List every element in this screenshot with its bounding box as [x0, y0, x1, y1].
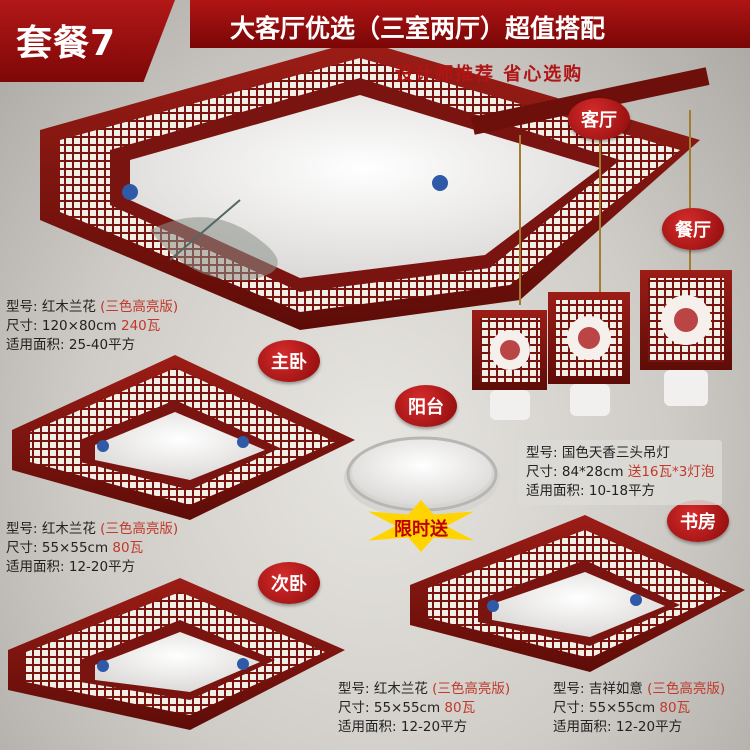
area-value: 10-18平方	[588, 483, 656, 499]
promo-text: 限时送	[394, 519, 448, 540]
model-version: (三色高亮版)	[100, 299, 179, 315]
area-value: 12-20平方	[68, 559, 136, 575]
model-value: 红木兰花	[41, 299, 96, 315]
area-value: 25-40平方	[68, 337, 136, 353]
model-value: 红木兰花	[373, 681, 428, 697]
model-value: 吉祥如意	[588, 681, 643, 697]
model-label: 型号:	[6, 299, 38, 315]
spec-second: 型号: 红木兰花 (三色高亮版) 尺寸: 55×55cm 80瓦 适用面积: 1…	[338, 680, 510, 737]
spec-master: 型号: 红木兰花 (三色高亮版) 尺寸: 55×55cm 80瓦 适用面积: 1…	[6, 520, 178, 577]
area-value: 12-20平方	[615, 719, 683, 735]
model-label: 型号:	[526, 445, 558, 461]
size-value: 55×55cm	[588, 700, 656, 716]
area-label: 适用面积:	[6, 337, 65, 353]
area-label: 适用面积:	[553, 719, 612, 735]
room-tag-master: 主卧	[258, 340, 320, 382]
size-value: 84*28cm	[561, 464, 624, 480]
size-value: 55×55cm	[41, 540, 109, 556]
room-tag-second: 次卧	[258, 562, 320, 604]
size-label: 尺寸:	[526, 464, 558, 480]
size-value: 120×80cm	[41, 318, 117, 334]
model-version: (三色高亮版)	[100, 521, 179, 537]
headline-banner: 大客厅优选（三室两厅）超值搭配	[190, 0, 750, 48]
room-tag-dining: 餐厅	[662, 208, 724, 250]
second-bedroom-lamp	[8, 578, 345, 730]
power-value: 240瓦	[121, 318, 161, 334]
area-value: 12-20平方	[400, 719, 468, 735]
model-value: 红木兰花	[41, 521, 96, 537]
package-badge	[0, 0, 175, 82]
dining-pendant-lamp	[470, 67, 732, 420]
power-value: 80瓦	[444, 700, 476, 716]
area-label: 适用面积:	[338, 719, 397, 735]
power-value: 80瓦	[112, 540, 144, 556]
header: 套餐7 大客厅优选（三室两厅）超值搭配 设计师推荐 省心选购	[0, 0, 750, 85]
power-value: 80瓦	[659, 700, 691, 716]
model-version: (三色高亮版)	[647, 681, 726, 697]
bonus-value: 送16瓦*3灯泡	[627, 464, 715, 480]
size-label: 尺寸:	[553, 700, 585, 716]
model-label: 型号:	[338, 681, 370, 697]
model-label: 型号:	[553, 681, 585, 697]
model-value: 国色天香三头吊灯	[561, 445, 670, 461]
size-label: 尺寸:	[6, 318, 38, 334]
model-label: 型号:	[6, 521, 38, 537]
spec-living: 型号: 红木兰花 (三色高亮版) 尺寸: 120×80cm 240瓦 适用面积:…	[6, 298, 178, 355]
area-label: 适用面积:	[6, 559, 65, 575]
area-label: 适用面积:	[526, 483, 585, 499]
master-bedroom-lamp	[12, 355, 355, 520]
spec-dining: 型号: 国色天香三头吊灯 尺寸: 84*28cm 送16瓦*3灯泡 适用面积: …	[518, 440, 723, 505]
balcony-round-lamp	[344, 436, 500, 518]
room-tag-balcony: 阳台	[395, 385, 457, 427]
study-lamp	[410, 515, 745, 672]
room-tag-study: 书房	[667, 500, 729, 542]
room-tag-living: 客厅	[568, 98, 630, 140]
size-value: 55×55cm	[373, 700, 441, 716]
subline-text: 设计师推荐 省心选购	[395, 64, 584, 85]
size-label: 尺寸:	[338, 700, 370, 716]
spec-study: 型号: 吉祥如意 (三色高亮版) 尺寸: 55×55cm 80瓦 适用面积: 1…	[553, 680, 725, 737]
package-label: 套餐7	[16, 23, 117, 64]
headline-text: 大客厅优选（三室两厅）超值搭配	[230, 14, 606, 43]
model-version: (三色高亮版)	[432, 681, 511, 697]
size-label: 尺寸:	[6, 540, 38, 556]
